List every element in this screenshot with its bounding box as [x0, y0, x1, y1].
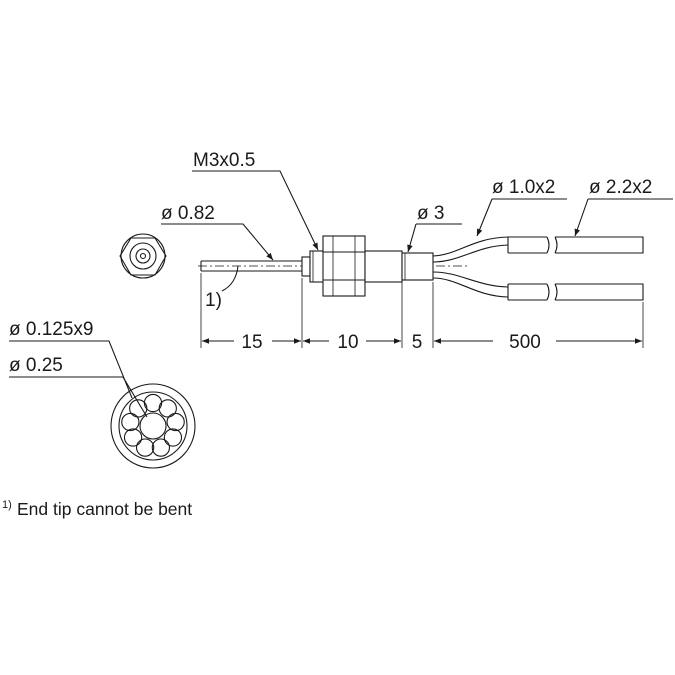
hex-bore-circle: [129, 242, 157, 270]
cable-lower-left: [507, 283, 547, 301]
core-leader: [9, 376, 148, 418]
cable-jacket-inner: [118, 391, 188, 461]
core-diameter-label: ø 0.25: [9, 355, 63, 376]
cable-jacket-outer: [110, 383, 196, 469]
dim-15-label: 15: [241, 332, 262, 353]
side-view: [200, 235, 434, 297]
dim-10-label: 10: [337, 332, 358, 353]
end-view: [119, 233, 167, 279]
cable-lower-right: [555, 283, 644, 301]
dim-500-label: 500: [509, 332, 541, 353]
fiber-strand: [158, 399, 177, 418]
fiber-strand: [166, 412, 185, 432]
fiber-lower-top: [432, 271, 509, 288]
strand-group: [121, 393, 185, 457]
leaders: [161, 170, 673, 292]
cable-upper-break-right: [554, 236, 558, 254]
tip-diameter-leader: [161, 223, 274, 261]
hex-tip-circle: [139, 252, 147, 260]
cable-leader: [575, 198, 673, 236]
cable-lower-break-right: [554, 283, 558, 301]
fiber-tip: [200, 260, 302, 272]
fiber-upper-bottom: [432, 244, 509, 263]
dimension-lines: [200, 273, 644, 348]
fiber-strand: [123, 428, 143, 447]
cable-lower-break-left: [546, 283, 550, 301]
fiber-strand: [163, 428, 183, 447]
fiber-upper-top: [432, 236, 509, 257]
cable-diameter-label: ø 2.2x2: [589, 177, 652, 198]
tip-collar: [301, 256, 311, 277]
footnote-marker: 1): [2, 499, 12, 511]
extension-lines: [200, 273, 644, 348]
cable-upper: [507, 236, 644, 254]
fiber-split: [432, 236, 509, 298]
fiber-lower-bottom: [432, 277, 509, 298]
fiber-strand: [121, 412, 140, 432]
fiber-strand: [135, 438, 155, 457]
tip-diameter-label: ø 0.82: [161, 203, 215, 224]
sleeve-leader: [407, 223, 417, 253]
note-leader: [221, 265, 239, 292]
fiber-strand: [151, 438, 171, 457]
dim-5-label: 5: [412, 332, 423, 353]
nut-faces: [323, 251, 365, 281]
hex-center-circle: [135, 248, 151, 264]
thread-label: M3x0.5: [193, 150, 255, 171]
cross-section: [9, 340, 196, 469]
nut-chamfer-lines: [332, 236, 356, 296]
fiber-leader: [477, 198, 567, 236]
thread-body-rear: [364, 250, 403, 283]
fiber-diameter-label: ø 1.0x2: [492, 177, 555, 198]
core-fiber: [139, 412, 167, 440]
sleeve: [401, 252, 434, 281]
cable-upper-left: [507, 236, 547, 254]
note-marker-label: 1): [205, 290, 222, 311]
sleeve-diameter-label: ø 3: [417, 203, 444, 224]
cable-lower: [507, 283, 644, 301]
thread-leader: [192, 170, 319, 251]
nut-body: [322, 235, 366, 297]
strand-diameter-label: ø 0.125x9: [9, 319, 94, 340]
hex-inner-circle: [120, 233, 166, 279]
fiber-strand: [129, 399, 148, 418]
footnote-text: End tip cannot be bent: [17, 499, 192, 519]
cable-upper-right: [555, 236, 644, 254]
cable-upper-break-left: [546, 236, 550, 254]
